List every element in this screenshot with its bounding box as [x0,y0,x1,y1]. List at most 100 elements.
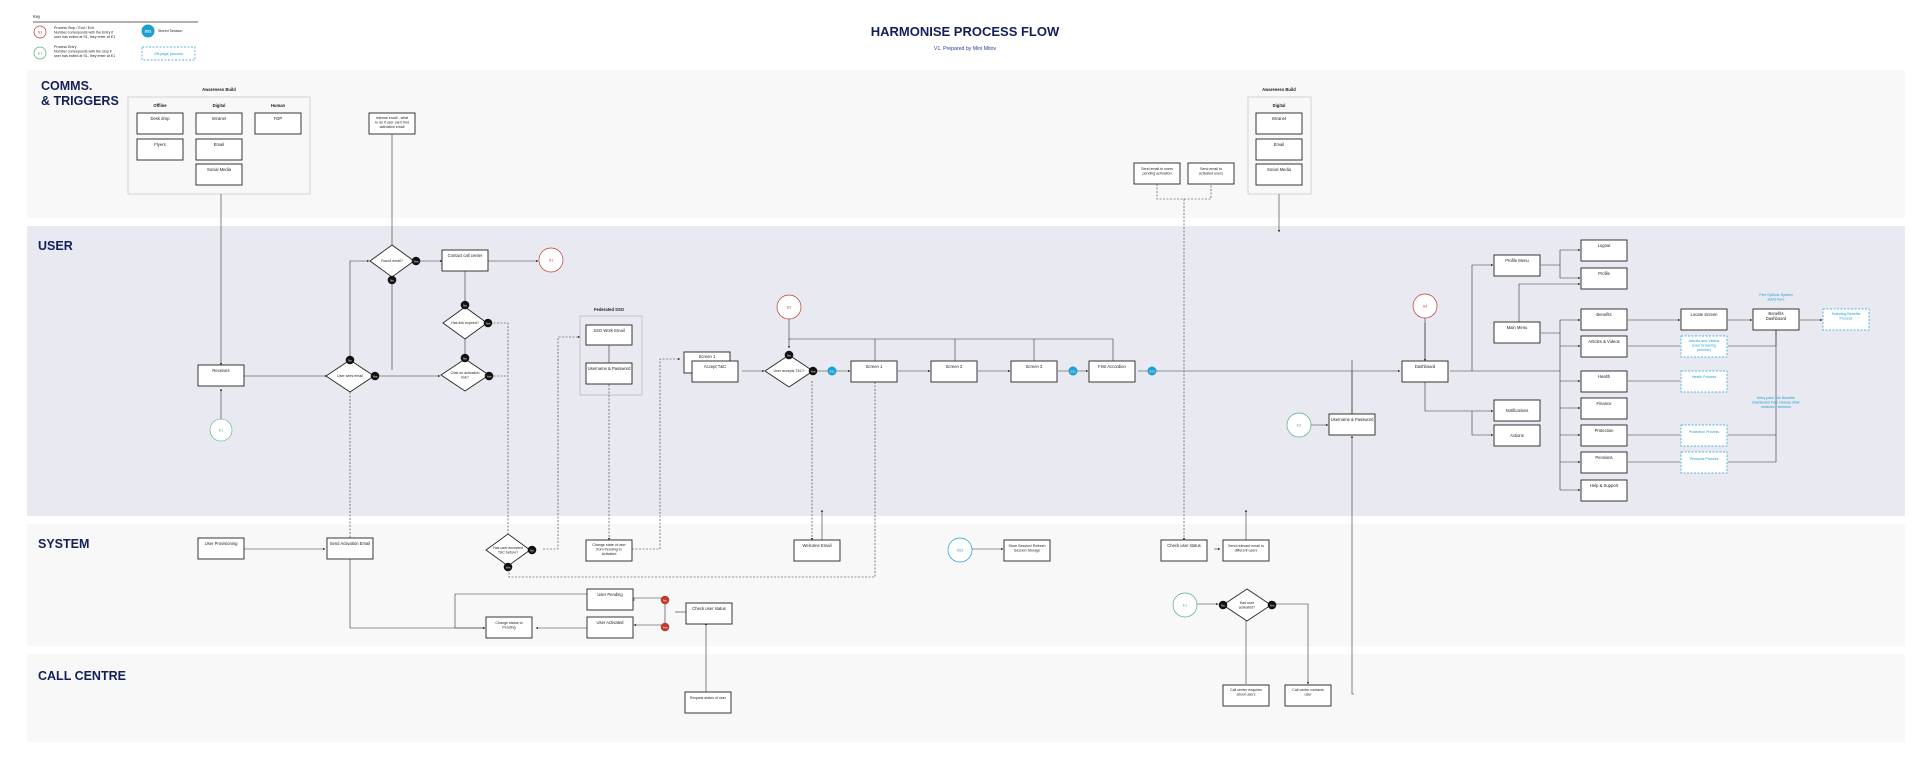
social-media-node-2[interactable]: Social Media [1255,163,1303,186]
intranet-label: Intranet [212,116,227,121]
username-password-node[interactable]: Username & Password [585,362,633,385]
sso-work-email-node[interactable]: SSO Work Email [585,324,633,346]
finance-node[interactable]: Finance [1580,397,1628,420]
help-support-node[interactable]: Help & Support [1580,479,1628,502]
call-contacts-line-2: user [1305,693,1313,697]
desk-drop-node[interactable]: Desk drop [136,112,184,135]
entry-point-line-1: Entry point into Benefits [1757,396,1795,400]
selecting-benefits-offpage[interactable]: Selecting Benefits Process [1822,308,1870,331]
dashboard-node[interactable]: Dashboard [1401,360,1449,383]
call-contacts-node[interactable]: Call center contacts user [1284,684,1332,707]
awareness-build-title-2: Awareness Build [1262,87,1296,92]
send-pending-line-1: Send email to users [1141,167,1173,171]
screen2-node[interactable]: Screen 2 [930,360,978,383]
user-activated-node[interactable]: User Activated [586,616,634,639]
change-status-pending-node[interactable]: Change status to Pending [485,616,533,639]
user-activated-decision[interactable]: Has user activated? [1222,588,1272,622]
send-pending-email-node[interactable]: Send email to users pending activation [1133,162,1181,185]
user-accepts-tc-label: User accepts T&C? [773,369,804,373]
check-user-status-2-label: Check user status [692,606,726,611]
email-node[interactable]: Email [195,138,243,161]
request-status-node[interactable]: Request status of user [684,691,732,714]
session-ss1 [827,366,837,376]
protection-node[interactable]: Protection [1580,424,1628,447]
send-relevant-email-node[interactable]: Send relevant email to different users [1222,539,1270,562]
first-accordion-node[interactable]: First Accordion [1088,360,1136,383]
welcome-email-node[interactable]: Welcome Email [793,539,841,562]
user-provisioning-node[interactable]: User Provisioning [197,537,245,560]
badge-no-activated: No [1218,600,1228,610]
col-offline: Offline [153,103,167,108]
user-sees-email-decision[interactable]: User sees email [325,359,375,393]
svg-text:No: No [463,356,467,360]
pensions-node[interactable]: Pensions [1580,451,1628,474]
protection-process-offpage[interactable]: Protection Process [1680,424,1728,447]
locate-screen-node[interactable]: Locate Screen [1680,308,1728,331]
col-digital: Digital [213,103,226,108]
user-accepts-tc-decision[interactable]: User accepts T&C? [764,354,814,388]
actions-label: Actions [1510,433,1524,438]
connectors [219,134,1823,695]
internal-email-node[interactable]: Internal email - what to do if user can'… [368,112,416,135]
screen1-label: Screen 1 [866,364,883,369]
badge-yes-sees: Yes [370,371,380,381]
flyers-node[interactable]: Flyers [136,138,184,161]
logout-node[interactable]: Logout [1580,239,1628,262]
send-relevant-line-2: different users [1235,549,1258,553]
articles-videos-node[interactable]: Articles & Videos [1580,335,1628,358]
accepted-tc-decision[interactable]: Has user accepted T&C before? [485,533,531,567]
badge-no-accepts: No [784,350,794,360]
check-user-status-node-2[interactable]: Check user status [685,602,733,625]
change-state-node[interactable]: Change state of user from Pending to Act… [585,539,633,562]
username-password-label: Username & Password [588,366,631,371]
benefits-node[interactable]: Benefits [1580,308,1628,331]
check-user-status-node[interactable]: Check user status [1160,539,1208,562]
intranet-node[interactable]: Intranet [195,112,243,135]
accepted-tc-line-2: T&C before? [498,551,518,555]
email-node-2[interactable]: Email [1255,138,1303,161]
has-link-expired-label: Has link expired? [451,321,479,325]
screen1-node[interactable]: Screen 1 [850,360,898,383]
health-node[interactable]: Health [1580,370,1628,393]
key-offpage-box [141,46,196,61]
call-contacts-line-1: Call center contacts [1292,688,1324,692]
actions-node[interactable]: Actions [1493,424,1541,447]
receives-label: Receives [212,368,229,373]
fdp-node[interactable]: FDP [254,112,302,135]
protection-label: Protection [1595,428,1615,433]
articles-process-offpage[interactable]: Articles and Videos (user browsing proce… [1680,335,1728,358]
health-process-offpage[interactable]: Health Process [1680,370,1728,393]
session-ss2-label: SS2 [1070,369,1076,373]
receives-node[interactable]: Receives [197,364,245,387]
user-pending-node[interactable]: User Pending [586,588,634,611]
notifications-node[interactable]: Notifications [1493,399,1541,422]
social-media-node[interactable]: Social Media [195,163,243,186]
accept-tc-node[interactable]: Accept T&C [691,360,739,383]
user-activated-q-line-1: Has user [1240,601,1255,605]
key-stop-text-2: Number corresponds with the Entry if [54,31,113,35]
click-activation-decision[interactable]: Click on activation link? [440,358,490,392]
screen3-node[interactable]: Screen 3 [1010,360,1058,383]
svg-text:No: No [663,598,667,602]
profile-menu-node[interactable]: Profile Menu [1493,254,1541,277]
store-session-node[interactable]: Store Session/ Refresh Session Storage [1003,539,1051,562]
has-link-expired-decision[interactable]: Has link expired? [442,306,488,340]
contact-call-centre-node[interactable]: Contact call center [441,249,489,272]
username-password-node-2[interactable]: Username & Password [1328,413,1376,436]
send-activated-email-node[interactable]: Send email to activated users [1187,162,1235,185]
call-enquires-node[interactable]: Call center enquires about users [1222,684,1270,707]
session-ss2 [1068,366,1078,376]
contact-call-centre-label: Contact call center [448,253,483,258]
intranet-node-2[interactable]: Intranet [1255,112,1303,135]
lane-comms-title-2: & TRIGGERS [41,94,119,108]
main-menu-node[interactable]: Main Menu [1493,321,1541,344]
finance-label: Finance [1597,401,1613,406]
profile-node[interactable]: Profile [1580,267,1628,290]
user-provisioning-label: User Provisioning [205,541,238,546]
user-activated-q-line-2: activated? [1239,606,1255,610]
session-ss3-system-label: SS3 [957,549,964,553]
send-activation-node[interactable]: Send Activation Email [326,537,374,560]
benefits-dashboard-node[interactable]: Benefits Dashboard [1752,308,1800,331]
pensions-process-offpage[interactable]: Pensions Process [1680,451,1728,474]
key-entry-label: E1 [38,51,42,55]
